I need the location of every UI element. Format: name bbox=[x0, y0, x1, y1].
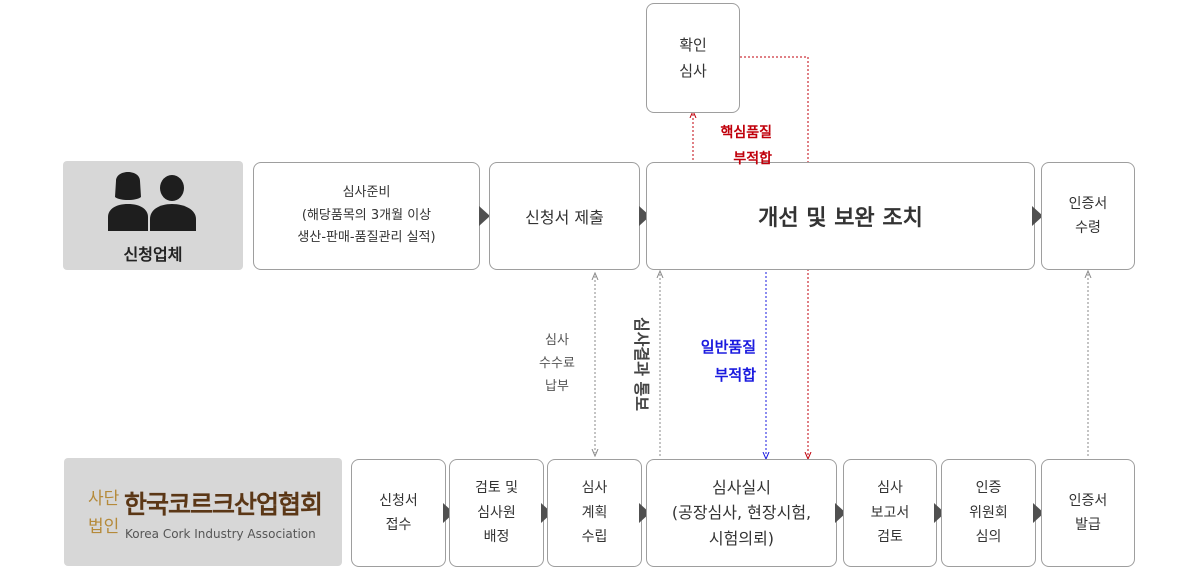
review-label: 검토 및 심사원 배정 bbox=[474, 480, 519, 546]
confirm-to-audit-line bbox=[740, 56, 808, 456]
submit-label: 신청서 제출 bbox=[525, 208, 604, 227]
result-label: 심사결과 통보 bbox=[632, 317, 651, 411]
submit-box: 신청서 제출 bbox=[489, 162, 640, 270]
association-logo-main: 한국코르크산업협회 bbox=[124, 490, 323, 519]
arrow-receipt-review bbox=[443, 503, 454, 523]
applicant-label: 신청업체 bbox=[123, 245, 183, 264]
arrow-audit-report bbox=[835, 503, 846, 523]
plan-label: 심사 계획 수립 bbox=[581, 480, 608, 546]
association-logo-side-bottom: 법인 bbox=[88, 517, 120, 537]
applicant-card: 신청업체 bbox=[63, 161, 243, 270]
arrow-plan-audit bbox=[639, 503, 650, 523]
receipt-label: 신청서 접수 bbox=[379, 492, 418, 534]
general-nonconf-label: 일반품질 부적합 bbox=[700, 338, 756, 384]
issue-label: 인증서 발급 bbox=[1068, 492, 1108, 534]
prep-box: 심사준비 (해당품목의 3개월 이상 생산-판매-품질관리 실적) bbox=[253, 162, 480, 270]
improve-label: 개선 및 보완 조치 bbox=[758, 206, 923, 231]
committee-box: 인증 위원회 심의 bbox=[941, 459, 1036, 567]
arrow-prep-submit bbox=[479, 206, 490, 226]
arrow-submit-improve bbox=[639, 206, 650, 226]
prep-label: 심사준비 (해당품목의 3개월 이상 생산-판매-품질관리 실적) bbox=[297, 184, 436, 246]
review-box: 검토 및 심사원 배정 bbox=[449, 459, 544, 567]
receive-box: 인증서 수령 bbox=[1041, 162, 1135, 270]
report-box: 심사 보고서 검토 bbox=[843, 459, 937, 567]
receive-label: 인증서 수령 bbox=[1068, 195, 1108, 237]
people-icon bbox=[108, 172, 196, 231]
arrow-report-committee bbox=[934, 503, 945, 523]
committee-label: 인증 위원회 심의 bbox=[969, 480, 1008, 546]
improve-box: 개선 및 보완 조치 bbox=[646, 162, 1035, 270]
fee-label: 심사 수수료 납부 bbox=[539, 333, 575, 394]
arrow-review-plan bbox=[541, 503, 552, 523]
arrow-committee-issue bbox=[1033, 503, 1044, 523]
receipt-box: 신청서 접수 bbox=[351, 459, 446, 567]
arrow-improve-receive bbox=[1032, 206, 1043, 226]
association-card: 사단 법인 한국코르크산업협회 Korea Cork Industry Asso… bbox=[64, 458, 342, 566]
confirm-audit-label: 확인 심사 bbox=[679, 35, 707, 80]
report-label: 심사 보고서 검토 bbox=[870, 480, 910, 546]
confirm-audit-box: 확인 심사 bbox=[646, 3, 740, 113]
association-logo-sub: Korea Cork Industry Association bbox=[125, 527, 316, 541]
issue-box: 인증서 발급 bbox=[1041, 459, 1135, 567]
audit-label: 심사실시 (공장심사, 현장시험, 시험의뢰) bbox=[671, 477, 812, 548]
core-nonconf-label: 핵심품질 부적합 bbox=[720, 125, 772, 167]
plan-box: 심사 계획 수립 bbox=[547, 459, 642, 567]
association-logo-side-top: 사단 bbox=[88, 489, 120, 509]
audit-box: 심사실시 (공장심사, 현장시험, 시험의뢰) bbox=[646, 459, 837, 567]
